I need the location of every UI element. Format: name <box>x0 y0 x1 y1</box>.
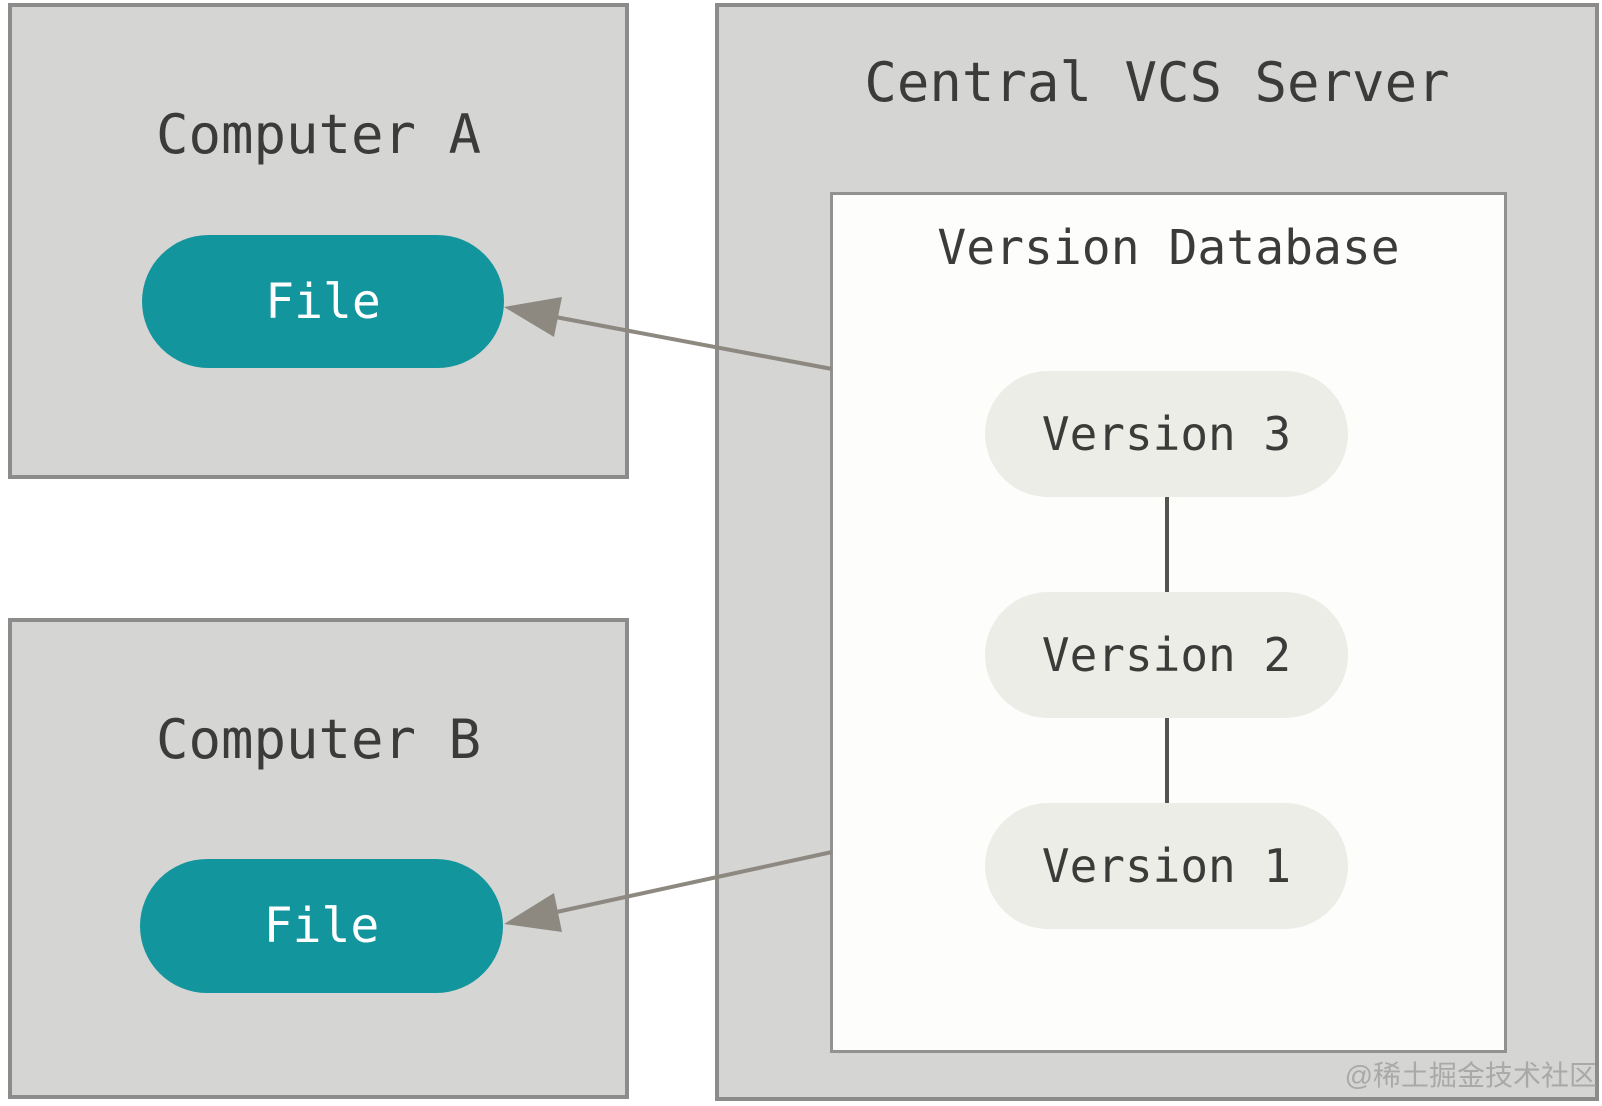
version-database-title: Version Database <box>937 220 1400 276</box>
computer-a-title: Computer A <box>155 103 482 166</box>
version-link-3-to-2 <box>1165 497 1169 592</box>
version-link-2-to-1 <box>1165 718 1169 803</box>
computer-a-file-pill: File <box>142 235 504 368</box>
version-1-label: Version 1 <box>1041 839 1292 893</box>
computer-b-file-pill: File <box>140 859 503 993</box>
version-1-pill: Version 1 <box>985 803 1348 929</box>
version-2-label: Version 2 <box>1041 628 1292 682</box>
computer-b-box <box>8 618 629 1099</box>
computer-b-file-label: File <box>263 898 380 954</box>
version-3-label: Version 3 <box>1041 407 1292 461</box>
central-vcs-server-title: Central VCS Server <box>864 51 1450 114</box>
watermark: @稀土掘金技术社区 <box>1344 1060 1597 1091</box>
computer-b-title: Computer B <box>155 708 482 771</box>
computer-a-file-label: File <box>265 273 381 330</box>
version-2-pill: Version 2 <box>985 592 1348 718</box>
version-3-pill: Version 3 <box>985 371 1348 497</box>
